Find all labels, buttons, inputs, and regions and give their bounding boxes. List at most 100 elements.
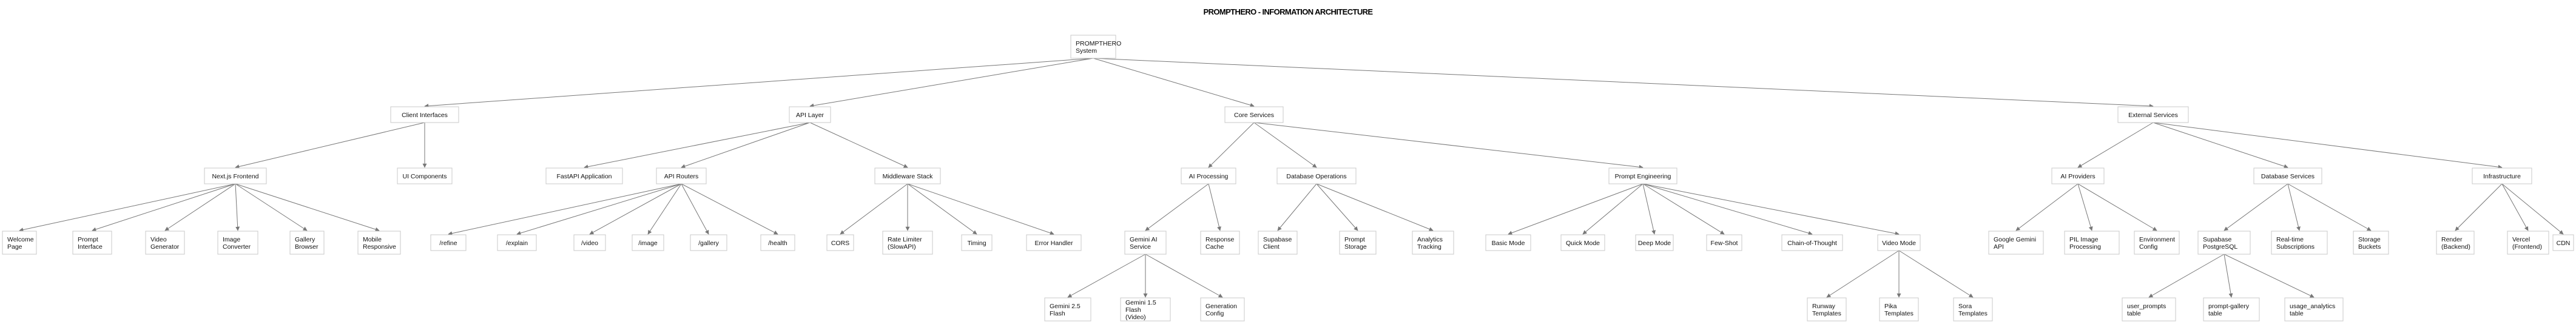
node-cot: Chain-of-Thought: [1781, 234, 1843, 251]
node-box-analytics: [1412, 231, 1454, 255]
node-prompteng: Prompt Engineering: [1608, 167, 1677, 184]
node-box-aiprov: [2051, 167, 2105, 184]
node-box-mobile: [357, 231, 401, 255]
node-ai: AI Processing: [1181, 167, 1236, 184]
edge-videomode-to-runway: [1826, 250, 1900, 298]
node-middleware: Middleware Stack: [874, 167, 941, 184]
edge-infra-to-cdn: [2501, 183, 2564, 235]
node-box-g15: [1120, 297, 1171, 322]
node-label-next: Next.js Frontend: [212, 173, 258, 180]
node-label-vercel: Vercel(Frontend): [2512, 236, 2542, 251]
node-dbserv: Database Services: [2253, 167, 2322, 184]
edge-api-to-fastapi: [584, 122, 811, 169]
node-label-timing: Timing: [967, 240, 986, 247]
node-box-realtime: [2271, 231, 2328, 255]
node-box-userprompts: [2122, 297, 2176, 322]
node-box-cot: [1781, 234, 1843, 251]
diagram-title: PROMPTHERO - INFORMATION ARCHITECTURE: [1203, 7, 1374, 16]
edge-middleware-to-cors: [840, 183, 908, 235]
node-box-quick: [1560, 234, 1605, 251]
node-label-dbops: Database Operations: [1286, 173, 1346, 180]
edge-routers-to-refine: [448, 183, 682, 236]
node-box-cors: [826, 234, 854, 251]
edge-root-to-core: [1093, 58, 1255, 107]
node-label-ratelimit: Rate Limiter(SlowAPI): [888, 236, 922, 251]
edge-prompteng-to-fewshot: [1642, 183, 1725, 235]
node-box-videogen: [145, 231, 185, 255]
edge-supapg-to-usage: [2224, 254, 2315, 298]
node-box-explain: [497, 234, 537, 251]
node-client: Client Interfaces: [390, 106, 459, 123]
node-fewshot: Few-Shot: [1706, 234, 1742, 251]
node-box-render: [2436, 231, 2475, 255]
edge-external-to-infra: [2153, 122, 2503, 169]
node-vercel: Vercel(Frontend): [2507, 231, 2549, 255]
node-cdn: CDN: [2552, 234, 2574, 251]
edge-infra-to-vercel: [2501, 183, 2529, 231]
node-box-client: [390, 106, 459, 123]
node-box-dbops: [1276, 167, 1357, 184]
node-label-prompteng: Prompt Engineering: [1615, 173, 1671, 180]
node-box-fastapi: [545, 167, 623, 184]
edge-client-to-next: [235, 122, 425, 169]
node-label-ui: UI Components: [403, 173, 447, 180]
edge-supapg-to-pgtable: [2224, 254, 2233, 298]
node-box-external: [2117, 106, 2189, 123]
edge-aiprov-to-envconf: [2077, 183, 2157, 231]
node-fastapi: FastAPI Application: [545, 167, 623, 184]
edge-routers-to-galleryep: [681, 183, 709, 235]
node-aiprov: AI Providers: [2051, 167, 2105, 184]
node-label-explain: /explain: [506, 240, 528, 247]
node-galleryep: /gallery: [690, 234, 727, 251]
node-box-pgtable: [2203, 297, 2260, 322]
node-label-cors: CORS: [831, 240, 849, 247]
node-label-external: External Services: [2128, 112, 2178, 119]
edge-dbserv-to-realtime: [2287, 183, 2301, 231]
node-ratelimit: Rate Limiter(SlowAPI): [882, 231, 933, 255]
edge-ai-to-respcache: [1208, 183, 1221, 231]
edge-dbops-to-promptstore: [1316, 183, 1358, 231]
node-explain: /explain: [497, 234, 537, 251]
node-label-core: Core Services: [1234, 112, 1274, 119]
node-box-galleryep: [690, 234, 727, 251]
edge-routers-to-health: [681, 183, 778, 235]
node-image: /image: [632, 234, 664, 251]
edge-external-to-aiprov: [2077, 122, 2154, 168]
node-videomode: Video Mode: [1877, 234, 1921, 251]
node-box-promptstore: [1339, 231, 1377, 255]
node-box-genconf: [1200, 297, 1245, 322]
node-box-ui: [397, 167, 453, 184]
node-refine: /refine: [430, 234, 467, 251]
node-box-fewshot: [1706, 234, 1742, 251]
node-label-deep: Deep Mode: [1638, 240, 1671, 247]
edge-dbserv-to-supapg: [2224, 183, 2288, 231]
node-box-promptif: [72, 231, 112, 255]
node-timing: Timing: [961, 234, 993, 251]
edge-api-to-middleware: [809, 122, 908, 168]
